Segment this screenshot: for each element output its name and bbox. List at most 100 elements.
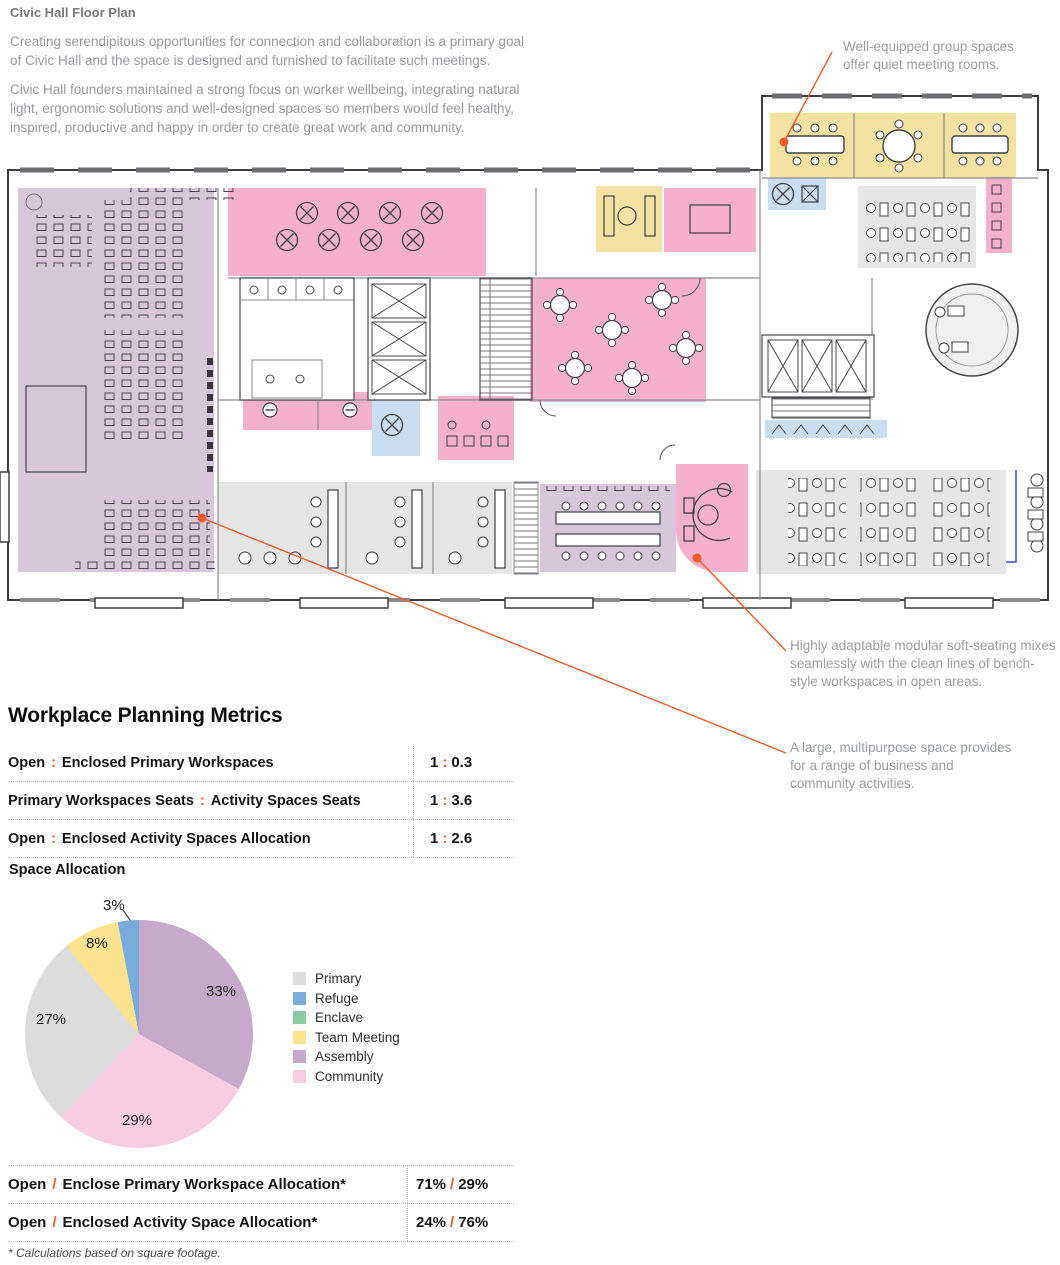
annotation-dot-softseating: [692, 553, 702, 563]
annotation-leaders: [197, 51, 833, 754]
cafe-community-zone: [228, 188, 486, 276]
page-title: Civic Hall Floor Plan: [10, 5, 136, 20]
annotation-multipurpose: A large, multipurpose space provides for…: [790, 740, 1012, 792]
cafe-tables: [275, 201, 444, 252]
chart-legend: Primary Refuge Enclave Team Meeting Asse…: [293, 971, 400, 1084]
lounge-round-tables: [542, 282, 704, 396]
legend-item: Refuge: [293, 991, 400, 1006]
annotation-dot-assembly: [197, 513, 207, 523]
annotation-group-spaces: Well-equipped group spaces offer quiet m…: [843, 39, 1014, 73]
allocation-value: 76%: [458, 1214, 489, 1231]
allocation-label: Open: [8, 1176, 47, 1193]
metrics-table: Open:Enclosed Primary Workspaces 1:0.3 P…: [8, 744, 514, 858]
metric-label: Activity Spaces Seats: [210, 792, 361, 809]
chart-title: Space Allocation: [9, 862, 126, 878]
metric-label: Open: [8, 830, 46, 847]
ratio-separator: :: [51, 830, 56, 847]
slash-separator: /: [450, 1214, 455, 1231]
pie-label-primary: 27%: [36, 1011, 67, 1028]
legend-item: Primary: [293, 971, 400, 986]
legend-label: Assembly: [315, 1049, 374, 1064]
wing-meeting-tables: [785, 119, 1009, 173]
building-outline: [7, 95, 1049, 601]
footnote: * Calculations based on square footage.: [8, 1246, 221, 1260]
allocation-value: 24%: [416, 1214, 447, 1231]
meeting-rooms-wing-zone: [770, 113, 1016, 178]
team-room-zone: [596, 186, 662, 252]
annotation-dot-meeting: [779, 137, 789, 147]
annotation-soft-seating: Highly adaptable modular soft-seating mi…: [790, 638, 1056, 690]
refuge-room-zone: [372, 394, 420, 456]
intro-paragraph-2: Civic Hall founders maintained a strong …: [10, 82, 520, 135]
open-bench-zone: [756, 470, 1006, 574]
open-bench-clusters: [788, 470, 1044, 566]
allocation-table: Open / Enclose Primary Workspace Allocatio…: [8, 1165, 514, 1242]
metric-value: 0.3: [451, 754, 473, 771]
allocation-label: Enclose Primary Workspace Allocation*: [62, 1176, 346, 1193]
pink-strip-zone: [986, 177, 1012, 253]
ratio-separator: :: [442, 754, 448, 771]
ratio-separator: :: [199, 792, 205, 809]
phone-rooms-zone: [243, 392, 391, 430]
legend-item: Community: [293, 1069, 400, 1084]
center-right-core: [761, 334, 875, 435]
slash-separator: /: [450, 1176, 455, 1193]
assembly-seating: [25, 188, 234, 570]
community-room-small-zone: [664, 188, 756, 252]
legend-swatch-assembly: [293, 1050, 306, 1063]
allocation-label: Enclosed Activity Space Allocation*: [62, 1214, 318, 1231]
ratio-separator: :: [442, 830, 448, 847]
pie-label-community: 29%: [122, 1112, 153, 1129]
interior-walls: [217, 113, 1038, 600]
community-desks-zone: [438, 396, 514, 460]
scallop-strip-zone: [765, 420, 887, 438]
legend-item: Assembly: [293, 1049, 400, 1064]
bottom-meeting-furniture: [546, 486, 670, 561]
legend-label: Refuge: [315, 990, 359, 1006]
legend-item: Enclave: [293, 1010, 400, 1025]
allocation-row: Open / Enclose Primary Workspace Allocatio…: [8, 1166, 514, 1204]
legend-label: Enclave: [315, 1010, 364, 1025]
metric-value: 1: [430, 830, 439, 847]
metric-value: 3.6: [451, 792, 473, 809]
phone-rooms-furniture: [262, 402, 509, 447]
legend-swatch-primary: [293, 972, 306, 985]
community-lounge-zone: [530, 278, 706, 402]
allocation-value: 71%: [416, 1176, 447, 1193]
slash-separator: /: [52, 1214, 57, 1231]
metrics-row: Open:Enclosed Primary Workspaces 1:0.3: [8, 744, 514, 782]
allocation-label: Open: [8, 1214, 47, 1231]
metric-value: 1: [430, 754, 439, 771]
legend-label: Team Meeting: [315, 1029, 400, 1045]
soft-seating-curves: [683, 482, 733, 542]
metric-value: 2.6: [451, 830, 473, 847]
soft-seating-zone: [676, 464, 748, 572]
legend-swatch-enclave: [293, 1011, 306, 1024]
legend-swatch-community: [293, 1069, 306, 1083]
refuge-pair-furniture: [771, 182, 819, 206]
service-core: [239, 277, 533, 401]
legend-item: Team Meeting: [293, 1030, 400, 1045]
ratio-separator: :: [442, 792, 448, 809]
bottom-meeting-zone: [540, 484, 676, 572]
legend-label: Community: [315, 1068, 384, 1084]
pie-label-team-meeting: 8%: [86, 935, 108, 952]
allocation-row: Open / Enclosed Activity Space Allocation*…: [8, 1204, 514, 1242]
refuge-pair-zone: [768, 178, 826, 210]
metrics-row: Open:Enclosed Activity Spaces Allocation…: [8, 820, 514, 858]
assembly-hall-zone: [18, 188, 214, 572]
bay-windows: [94, 597, 994, 609]
rotunda: [925, 283, 1019, 377]
intro-paragraph-1: Creating serendipitous opportunities for…: [10, 34, 525, 68]
pie-label-refuge: 3%: [103, 897, 125, 914]
metric-label: Primary Workspaces Seats: [8, 792, 194, 809]
pink-strip-desks: [991, 184, 1002, 249]
wing-desk-pods: [864, 192, 970, 262]
metrics-heading: Workplace Planning Metrics: [8, 704, 283, 727]
metric-label: Open: [8, 754, 46, 771]
legend-swatch-team-meeting: [293, 1030, 306, 1044]
metric-value: 1: [430, 792, 439, 809]
metric-label: Enclosed Primary Workspaces: [61, 754, 274, 771]
legend-label: Primary: [315, 971, 362, 986]
